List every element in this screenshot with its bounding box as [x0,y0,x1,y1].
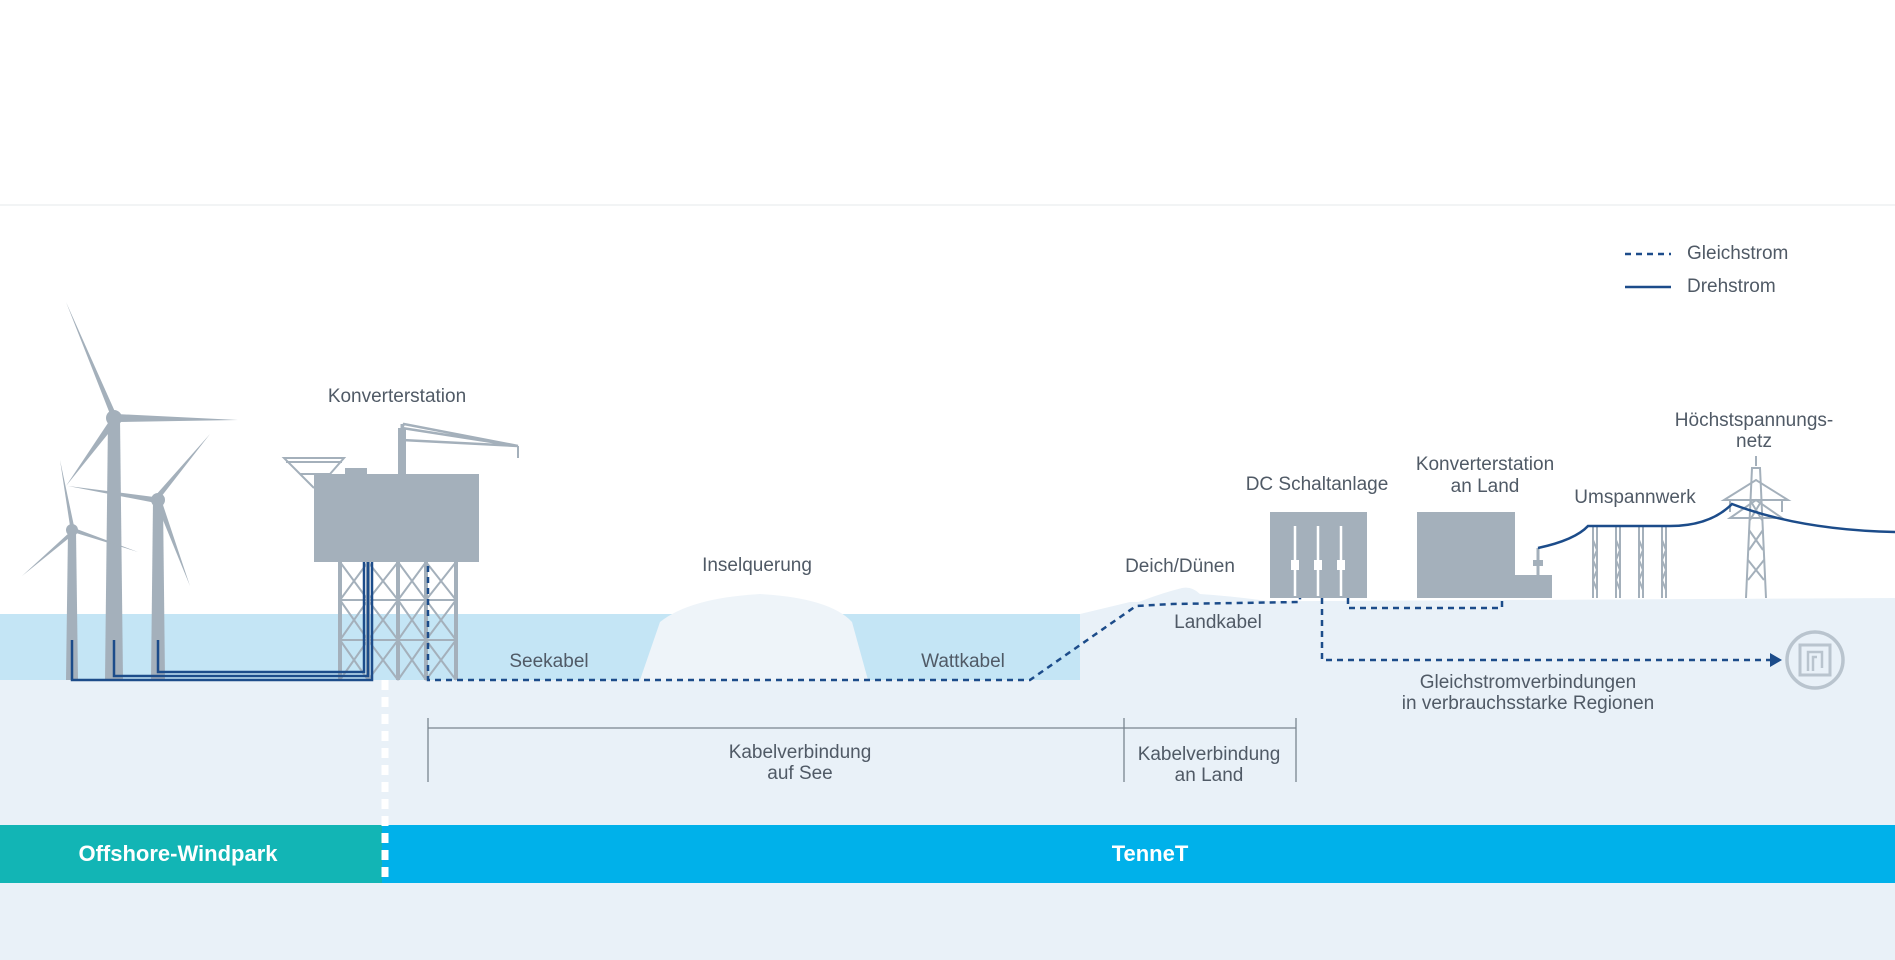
label-konverter-land-1: Konverterstation [1415,454,1555,475]
tennet-logo [1785,630,1845,690]
label-deich: Deich/Dünen [1125,556,1235,577]
label-inselquerung: Inselquerung [702,555,812,576]
label-hoechst-2: netz [1736,431,1772,452]
label-gleich-verb-1: Gleichstromverbindungen [1419,672,1637,693]
label-hoechst-1: Höchstspannungs- [1674,410,1834,431]
label-landkabel: Landkabel [1174,612,1262,633]
ac-overhead-line [1537,502,1895,550]
label-dc-schaltanlage: DC Schaltanlage [1245,474,1389,495]
substation [1591,526,1668,598]
ac-cables-offshore [70,562,374,682]
label-kabel-see-2: auf See [767,763,833,784]
dc-cable-land [1346,598,1504,610]
dune [1090,587,1300,680]
legend-dc-label: Gleichstrom [1687,243,1789,264]
bottom-strip [0,883,1895,960]
island [640,594,868,680]
legend-ac-label: Drehstrom [1687,276,1776,297]
label-kabel-land-2: an Land [1174,765,1244,786]
label-konverter-land-2: an Land [1450,476,1520,497]
dc-arrow [1770,653,1782,667]
dc-switchgear [1270,512,1367,598]
band-tennet-label: TenneT [1111,841,1189,866]
offshore-platform [281,422,519,681]
power-pylon [1720,456,1792,599]
label-umspannwerk: Umspannwerk [1574,487,1696,508]
band-offshore [0,825,382,883]
wind-turbines [22,302,238,680]
label-seekabel: Seekabel [509,651,589,672]
label-konverterstation: Konverterstation [327,386,467,407]
label-kabel-land-1: Kabelverbindung [1137,744,1281,765]
label-gleich-verb-2: in verbrauchsstarke Regionen [1401,693,1655,714]
band-tennet [382,825,1895,883]
sea-water [0,614,1125,680]
land-converter [1417,512,1552,598]
dc-cable-sea [426,566,1302,682]
band-offshore-label: Offshore-Windpark [78,841,278,866]
label-kabel-see-1: Kabelverbindung [728,742,872,763]
dimension-lines [427,718,1297,782]
label-wattkabel: Wattkabel [921,651,1005,672]
